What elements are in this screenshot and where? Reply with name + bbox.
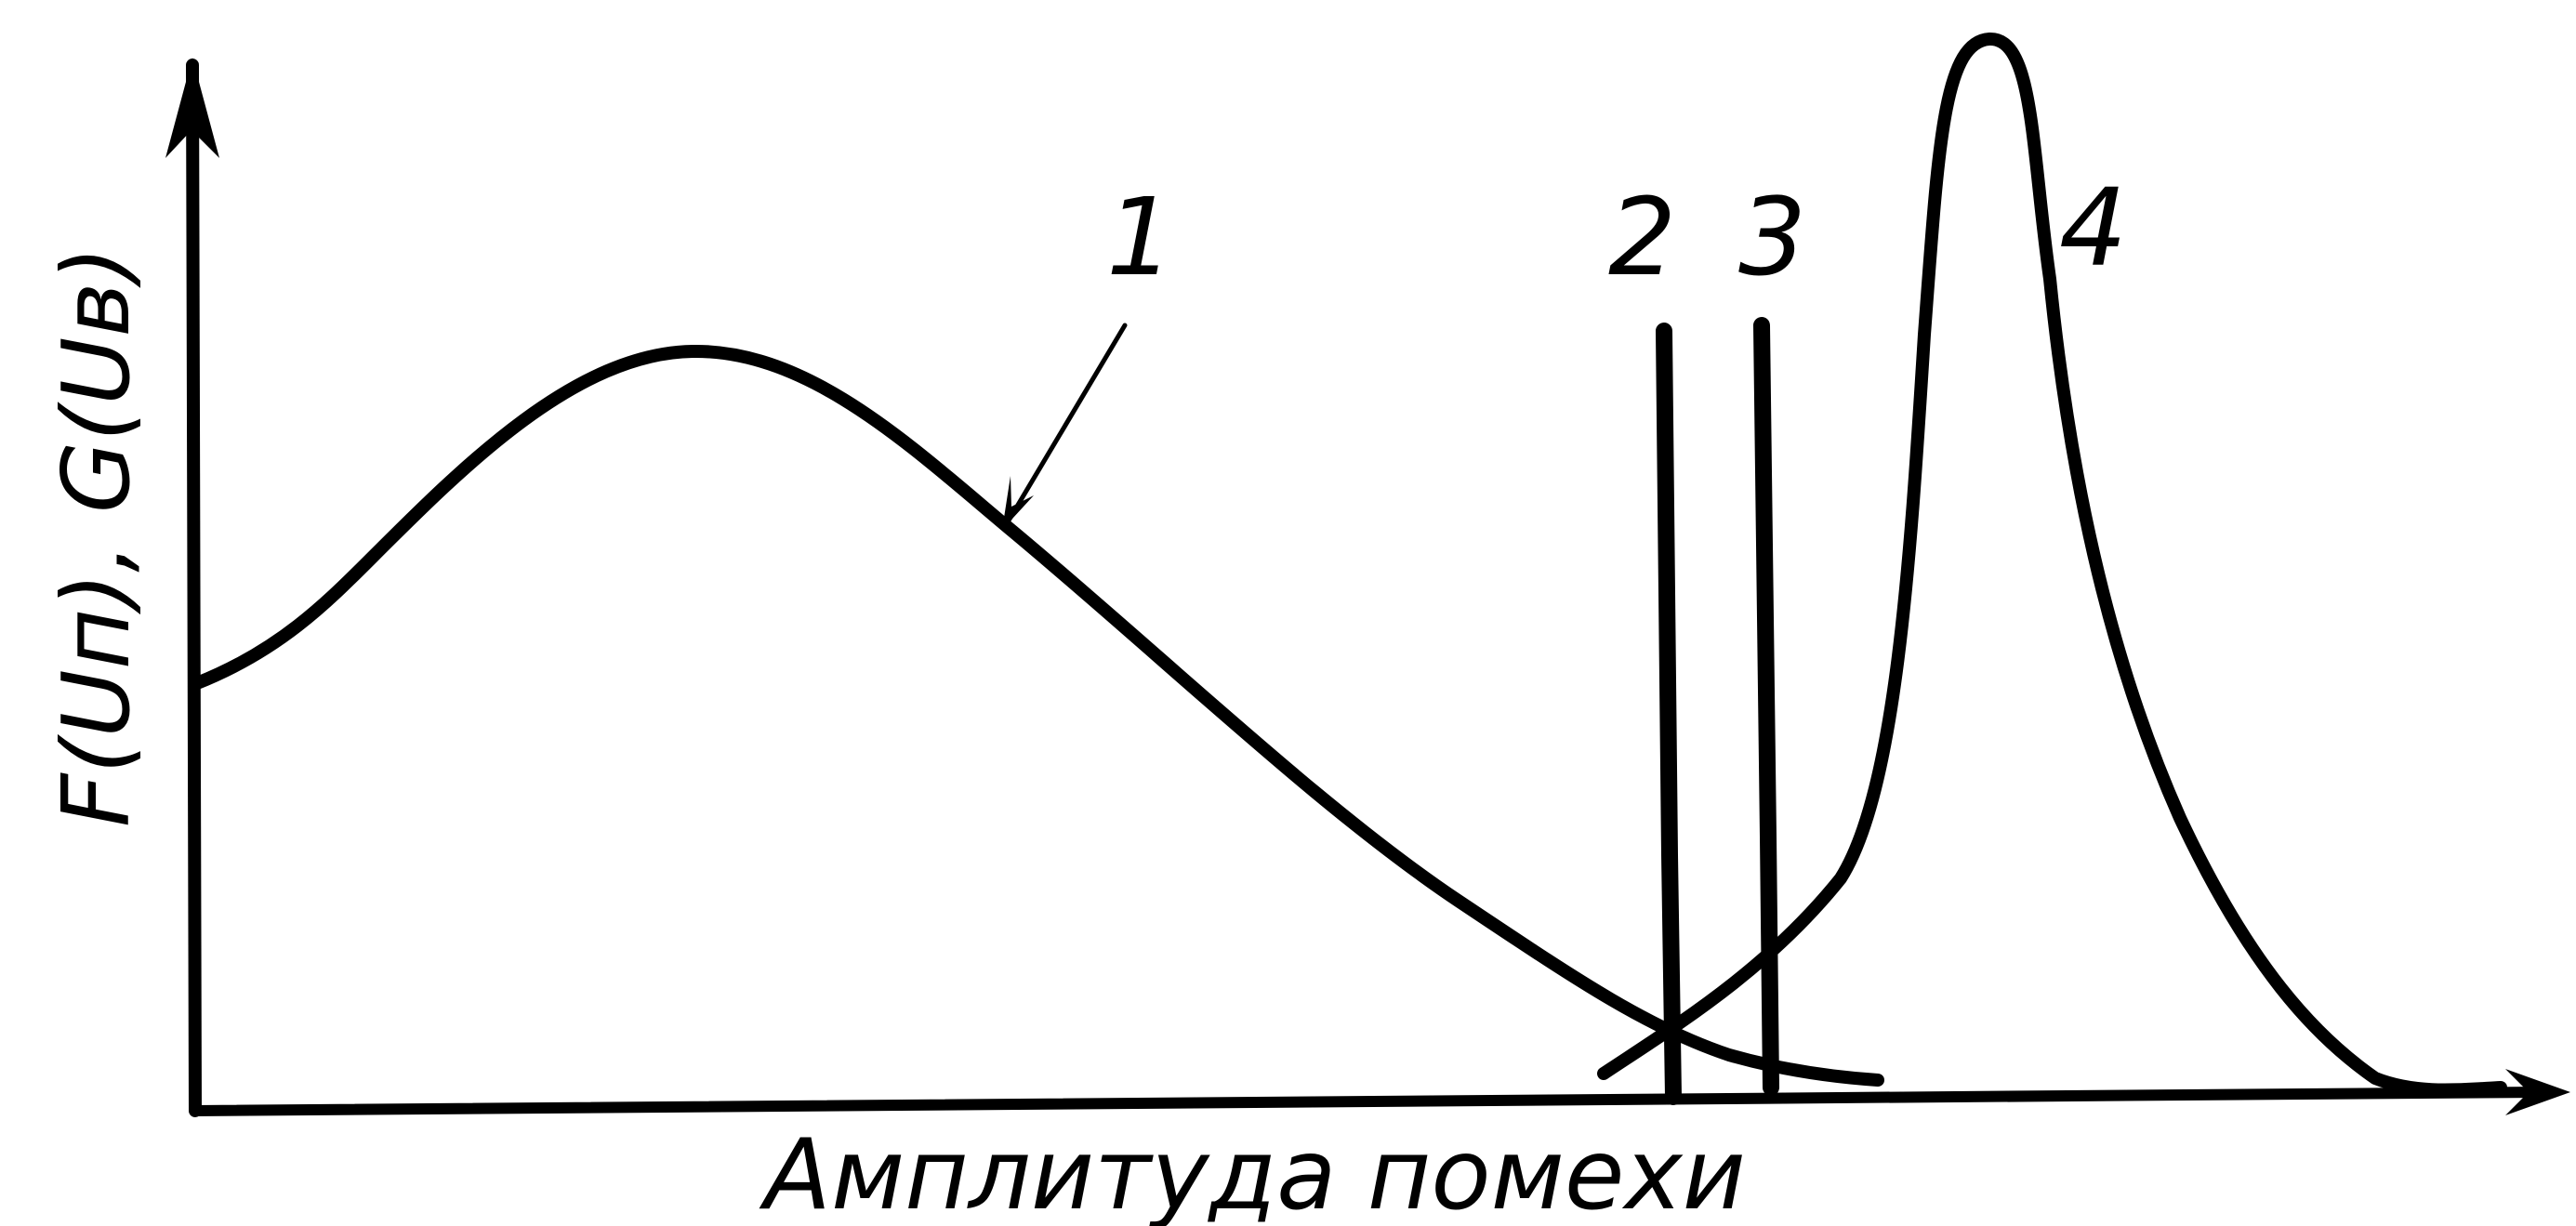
axes	[165, 58, 2570, 1117]
curve-3-label: 3	[1738, 176, 1806, 300]
curve-1	[191, 344, 1884, 1087]
curve-4-label: 4	[2059, 166, 2127, 291]
x-axis-arrowhead	[2505, 1069, 2570, 1115]
x-axis-label: Амплитуда помехи	[759, 1118, 1746, 1226]
curve-2-label: 2	[1608, 176, 1676, 300]
curve-1-label: 1	[1106, 176, 1174, 300]
y-axis-label: F(Uп), G(Uв)	[42, 246, 151, 827]
curve-4	[1597, 32, 2507, 1097]
y-axis-arrowhead	[165, 58, 219, 158]
curve-3	[1753, 317, 1779, 1096]
curve-2	[1656, 323, 1682, 1105]
y-axis	[186, 59, 202, 1117]
x-axis	[190, 1087, 2548, 1116]
label-1-leader	[1002, 323, 1128, 530]
